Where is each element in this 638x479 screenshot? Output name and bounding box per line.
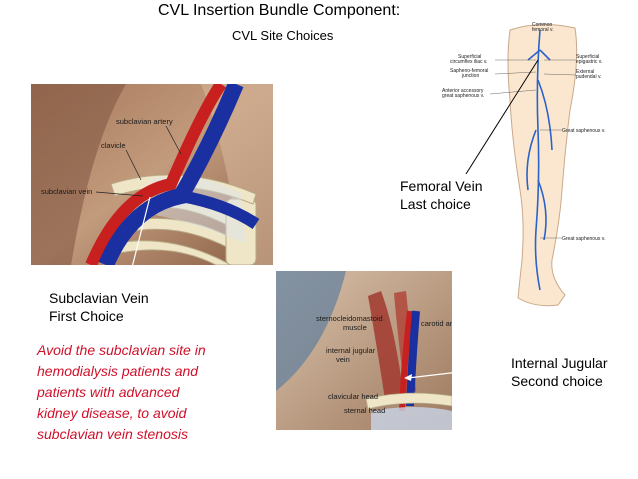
svg-text:External: External bbox=[576, 69, 594, 75]
femoral-vein-text: Femoral Vein bbox=[400, 178, 483, 194]
svg-text:femoral v.: femoral v. bbox=[532, 27, 554, 33]
label-sternocleidomastoid: sternocleidomastoid bbox=[316, 314, 383, 323]
subclavian-choice-text: First Choice bbox=[49, 308, 124, 324]
subclavian-anatomy-image: subclavian artery clavicle subclavian ve… bbox=[31, 84, 273, 265]
svg-text:great saphenous v.: great saphenous v. bbox=[442, 93, 484, 99]
warning-line: patients with advanced bbox=[37, 384, 180, 400]
subclavian-warning: Avoid the subclavian site in hemodialysi… bbox=[37, 340, 267, 445]
warning-line: Avoid the subclavian site in bbox=[37, 342, 206, 358]
jugular-anatomy-image: sternocleidomastoid muscle carotid arter… bbox=[276, 271, 452, 430]
label-muscle: muscle bbox=[343, 323, 367, 332]
label-clavicular-head: clavicular head bbox=[328, 392, 378, 401]
label-clavicle: clavicle bbox=[101, 141, 126, 150]
subclavian-pointer bbox=[127, 196, 151, 284]
label-subclavian-artery: subclavian artery bbox=[116, 117, 173, 126]
label-sternal-head: sternal head bbox=[344, 406, 385, 415]
svg-text:Common: Common bbox=[532, 22, 553, 28]
warning-line: subclavian vein stenosis bbox=[37, 426, 188, 442]
label-subclavian-vein: subclavian vein bbox=[41, 187, 92, 196]
svg-text:pudendal v.: pudendal v. bbox=[576, 74, 601, 80]
femoral-choice-text: Last choice bbox=[400, 196, 471, 212]
warning-line: kidney disease, to avoid bbox=[37, 405, 187, 421]
femoral-anatomy-image: Common femoral v. Superficial circumflex… bbox=[442, 22, 605, 307]
svg-text:Anterior accessory: Anterior accessory bbox=[442, 88, 484, 94]
label-vein: vein bbox=[336, 355, 350, 364]
femoral-pointer bbox=[465, 59, 539, 175]
subclavian-label: Subclavian Vein First Choice bbox=[49, 289, 149, 325]
jugular-pointer bbox=[407, 367, 494, 379]
jugular-label: Internal Jugular Second choice bbox=[511, 354, 608, 390]
jugular-vein-text: Internal Jugular bbox=[511, 355, 608, 371]
svg-text:Superficial: Superficial bbox=[576, 54, 599, 60]
svg-text:junction: junction bbox=[461, 73, 479, 79]
slide-title: CVL Insertion Bundle Component: bbox=[158, 2, 401, 19]
slide-subtitle: CVL Site Choices bbox=[232, 28, 334, 43]
svg-text:Sapheno-femoral: Sapheno-femoral bbox=[450, 68, 488, 74]
svg-text:Great saphenous v.: Great saphenous v. bbox=[562, 128, 605, 134]
svg-text:Great saphenous v.: Great saphenous v. bbox=[562, 236, 605, 242]
warning-line: hemodialysis patients and bbox=[37, 363, 199, 379]
label-carotid-artery: carotid artery bbox=[421, 319, 452, 328]
svg-text:Superficial: Superficial bbox=[458, 54, 481, 60]
svg-text:circumflex iliac v.: circumflex iliac v. bbox=[450, 59, 487, 65]
jugular-choice-text: Second choice bbox=[511, 373, 603, 389]
svg-text:epigastric v.: epigastric v. bbox=[576, 59, 602, 65]
subclavian-vein-text: Subclavian Vein bbox=[49, 290, 149, 306]
femoral-label: Femoral Vein Last choice bbox=[400, 177, 482, 213]
label-internal-jugular: internal jugular bbox=[326, 346, 376, 355]
